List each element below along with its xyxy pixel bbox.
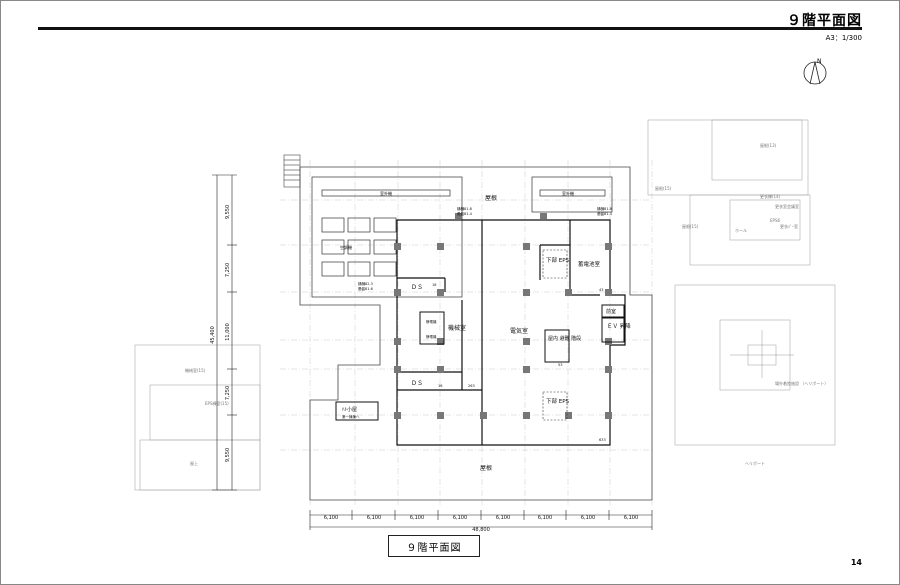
bay-dim-4: 6,100 [453,515,467,521]
equipment-enclosure-right [531,176,613,213]
structural-columns [394,213,612,419]
vertical-dimensions [212,174,237,491]
outdoor-unit-right-label: 室外機 [562,190,574,196]
bay-dim-1: 6,100 [324,515,338,521]
indoor-stair-box [544,329,570,363]
eps-lower-outline [542,391,568,421]
room-no-53: 53 [558,363,562,367]
total-dim: 48,800 [472,527,490,533]
mechanical-sub-box [419,311,445,345]
vert-dim-3: 11,000 [225,323,231,341]
sub-label-1: 静電機 [426,319,437,324]
lower-eps-bottom-label: 下部 EPS [546,397,570,405]
nearby-label-7: 更衣棟(14) [760,193,781,199]
indoor-stair-label: 屋内 避難 階段 [548,335,581,342]
roof-top-label: 屋根 [485,194,497,202]
north-arrow-icon: N [803,58,827,85]
nearby-label-1: 屋根(13) [760,142,777,148]
heliport-text: ヘリポート [745,460,765,466]
ds-lower-label: ＤＳ [411,380,423,387]
nearby-label-8: 更衣ﾊﾟｰ室 [780,223,798,229]
nearby-label-6: EPS6 [770,218,780,223]
vert-dim-4: 7,250 [225,386,231,400]
nearby-label-3: 屋根(15) [682,223,699,229]
horizontal-dimensions [309,510,653,530]
electric-room-label: 電気室 [510,327,528,335]
front-room-box [601,304,625,318]
equipment-enclosure-left [311,176,463,298]
outdoor-unit-left [321,189,451,197]
vert-dim-total: 45,400 [210,326,216,344]
mechanical-room-label: 機械室 [448,324,466,332]
room-no-18: 18 [432,283,436,287]
nearby-label-4: ホール [735,228,747,233]
bay-dim-7: 6,100 [581,515,595,521]
exterior-stair [283,154,301,188]
outdoor-unit-right [539,189,606,197]
left-label-3: 屋上 [190,460,198,466]
sheet-title: ９階平面図 [787,13,862,29]
eps-upper-outline [542,249,568,279]
bay-dim-5: 6,100 [496,515,510,521]
battery-room-label: 蓄電池室 [578,260,601,268]
outdoor-unit-left-label: 室外機 [380,190,392,196]
hut-box [335,401,379,421]
nearby-label-2: 屋根(15) [655,185,672,191]
sub-label-2: 静電機 [426,334,437,339]
neighbor-buildings [134,119,836,491]
room-no-16: 16 [438,384,442,388]
room-no-43: 43 [599,288,603,292]
room-no-633: 633 [599,438,606,442]
roof-outline [299,166,653,501]
hut-sub-label: 第一棟棟へ [342,414,360,419]
scale-label: A3：1/300 [825,34,862,42]
note-left-1: 樋樋81.8 [457,206,472,211]
left-label-1: 機械室(15) [185,367,206,373]
ds-upper-label: ＤＳ [411,284,423,291]
north-label: N [817,58,822,65]
heliport-mark [730,330,794,378]
nearby-label-5: 更衣室会議室 [775,203,799,209]
bay-dim-2: 6,100 [367,515,381,521]
hut-label: ﾊﾄ小屋 [342,406,357,413]
plan-caption: ９階平面図 [388,535,480,557]
note-right-2: 基盤81.4 [597,211,613,216]
ev-box [601,317,625,343]
grid-lines [280,160,653,505]
heliport-caption: 場外着陸施設 （ヘリポート） [775,380,828,386]
ac-unit-label: 空調機 [340,244,352,250]
lower-eps-top-label: 下部 EPS [546,256,570,264]
vert-dim-1: 9,550 [225,205,231,219]
bay-dim-8: 6,100 [624,515,638,521]
room-no-263: 263 [468,384,475,388]
note-mid-1: 樋樋82.3 [358,281,373,286]
bay-dim-6: 6,100 [538,515,552,521]
vert-dim-5: 9,550 [225,448,231,462]
title-rule [38,27,862,30]
front-room-label: 前室 [606,308,616,315]
note-mid-2: 基盤81.6 [358,286,373,291]
vert-dim-2: 7,250 [225,263,231,277]
note-right-1: 樋樋81.8 [597,206,612,211]
page-number: 14 [850,558,862,567]
roof-bottom-label: 屋根 [480,464,492,472]
bay-dim-3: 6,100 [410,515,424,521]
note-left-2: 基盤81.4 [457,211,473,216]
ev-hall-label: ＥＶ 昇降 [607,322,631,330]
